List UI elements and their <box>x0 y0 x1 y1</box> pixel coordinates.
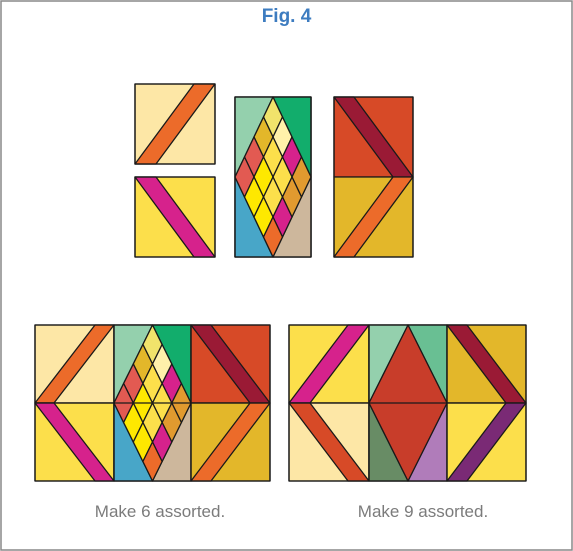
assembled-block-right <box>288 324 527 482</box>
diamond-column-unit <box>234 96 312 258</box>
caption-left: Make 6 assorted. <box>94 502 226 521</box>
strip-unit-orange <box>134 83 216 165</box>
strip-unit-magenta <box>134 176 216 258</box>
assembled-block-left <box>34 324 271 482</box>
figure-title: Fig. 4 <box>261 6 312 27</box>
caption-right: Make 9 assorted. <box>357 502 489 521</box>
chevron-column-unit <box>333 96 414 258</box>
